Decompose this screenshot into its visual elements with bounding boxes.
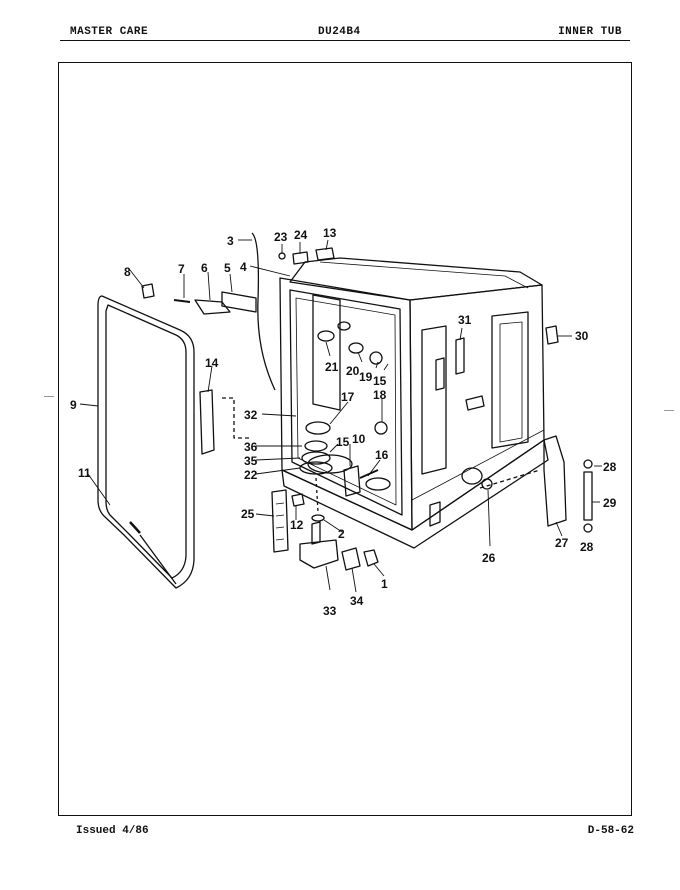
tub-body	[279, 257, 549, 549]
part-13	[315, 247, 335, 261]
callout-8: 8	[124, 265, 131, 279]
part-35	[301, 451, 331, 465]
part-30	[545, 325, 559, 345]
footer-issued: Issued 4/86	[76, 825, 149, 837]
part-19	[369, 351, 383, 365]
callout-36: 36	[244, 440, 258, 454]
part-7-screw	[173, 299, 191, 303]
callout-19: 19	[359, 370, 373, 384]
callout-30: 30	[575, 329, 589, 343]
edge-tick-right	[664, 410, 674, 411]
part-28-top	[583, 459, 593, 469]
callout-11: 11	[78, 466, 91, 480]
callout-35: 35	[244, 454, 258, 468]
callout-9: 9	[70, 398, 77, 412]
callout-2: 2	[338, 527, 345, 541]
part-28-bottom	[583, 523, 593, 533]
callout-33: 33	[323, 604, 337, 618]
mount-line-2	[315, 477, 319, 513]
part-10	[343, 465, 361, 497]
callout-24: 24	[294, 228, 308, 242]
callout-10: 10	[352, 432, 366, 446]
callout-23: 23	[274, 230, 288, 244]
part-34	[341, 547, 361, 571]
callout-17: 17	[341, 390, 355, 404]
part-18	[374, 421, 388, 435]
callout-7: 7	[178, 262, 185, 276]
door-gasket	[97, 295, 195, 589]
callout-21: 21	[325, 360, 339, 374]
part-8-clip	[141, 283, 155, 299]
callout-12: 12	[290, 518, 304, 532]
callout-16: 16	[375, 448, 389, 462]
part-1	[363, 549, 379, 567]
part-29	[583, 471, 593, 521]
part-5-bracket	[221, 291, 257, 313]
header-section: INNER TUB	[558, 26, 622, 38]
callout-31: 31	[458, 313, 472, 327]
part-33	[299, 539, 339, 569]
part-36	[304, 440, 328, 452]
header-model: DU24B4	[318, 26, 361, 38]
part-31	[455, 337, 465, 375]
part-2	[311, 514, 325, 522]
callout-27: 27	[555, 536, 569, 550]
callout-25: 25	[241, 507, 255, 521]
callout-5: 5	[224, 261, 231, 275]
diagram-frame	[58, 62, 632, 816]
edge-tick-left	[44, 396, 54, 397]
callout-15b: 15	[336, 435, 350, 449]
callout-4: 4	[240, 260, 247, 274]
callout-1: 1	[381, 577, 388, 591]
callout-26: 26	[482, 551, 496, 565]
callout-34: 34	[350, 594, 364, 608]
callout-15a: 15	[373, 374, 387, 388]
header-rule	[60, 40, 630, 41]
part-3-hose	[251, 232, 276, 391]
callout-3: 3	[227, 234, 234, 248]
part-6-bracket	[194, 299, 231, 315]
callout-32: 32	[244, 408, 258, 422]
callout-14: 14	[205, 356, 219, 370]
part-12	[291, 493, 305, 507]
leader-lines	[79, 239, 602, 593]
part-14	[199, 389, 215, 455]
part-21	[317, 330, 335, 342]
part-20	[348, 342, 364, 354]
callout-13: 13	[323, 226, 337, 240]
mount-line-27	[479, 469, 541, 489]
part-fitting	[337, 321, 351, 331]
callout-28b: 28	[580, 540, 594, 554]
mount-line-14	[222, 397, 250, 439]
footer-page-code: D-58-62	[587, 825, 634, 837]
callout-20: 20	[346, 364, 360, 378]
part-17-stack	[305, 421, 331, 435]
callout-28a: 28	[603, 460, 617, 474]
callout-29: 29	[603, 496, 617, 510]
callout-22: 22	[244, 468, 258, 482]
part-25	[271, 489, 289, 553]
callout-18: 18	[373, 388, 387, 402]
callout-6: 6	[201, 261, 208, 275]
part-27	[543, 435, 567, 527]
part-24	[292, 251, 309, 265]
header-brand: MASTER CARE	[70, 26, 149, 38]
